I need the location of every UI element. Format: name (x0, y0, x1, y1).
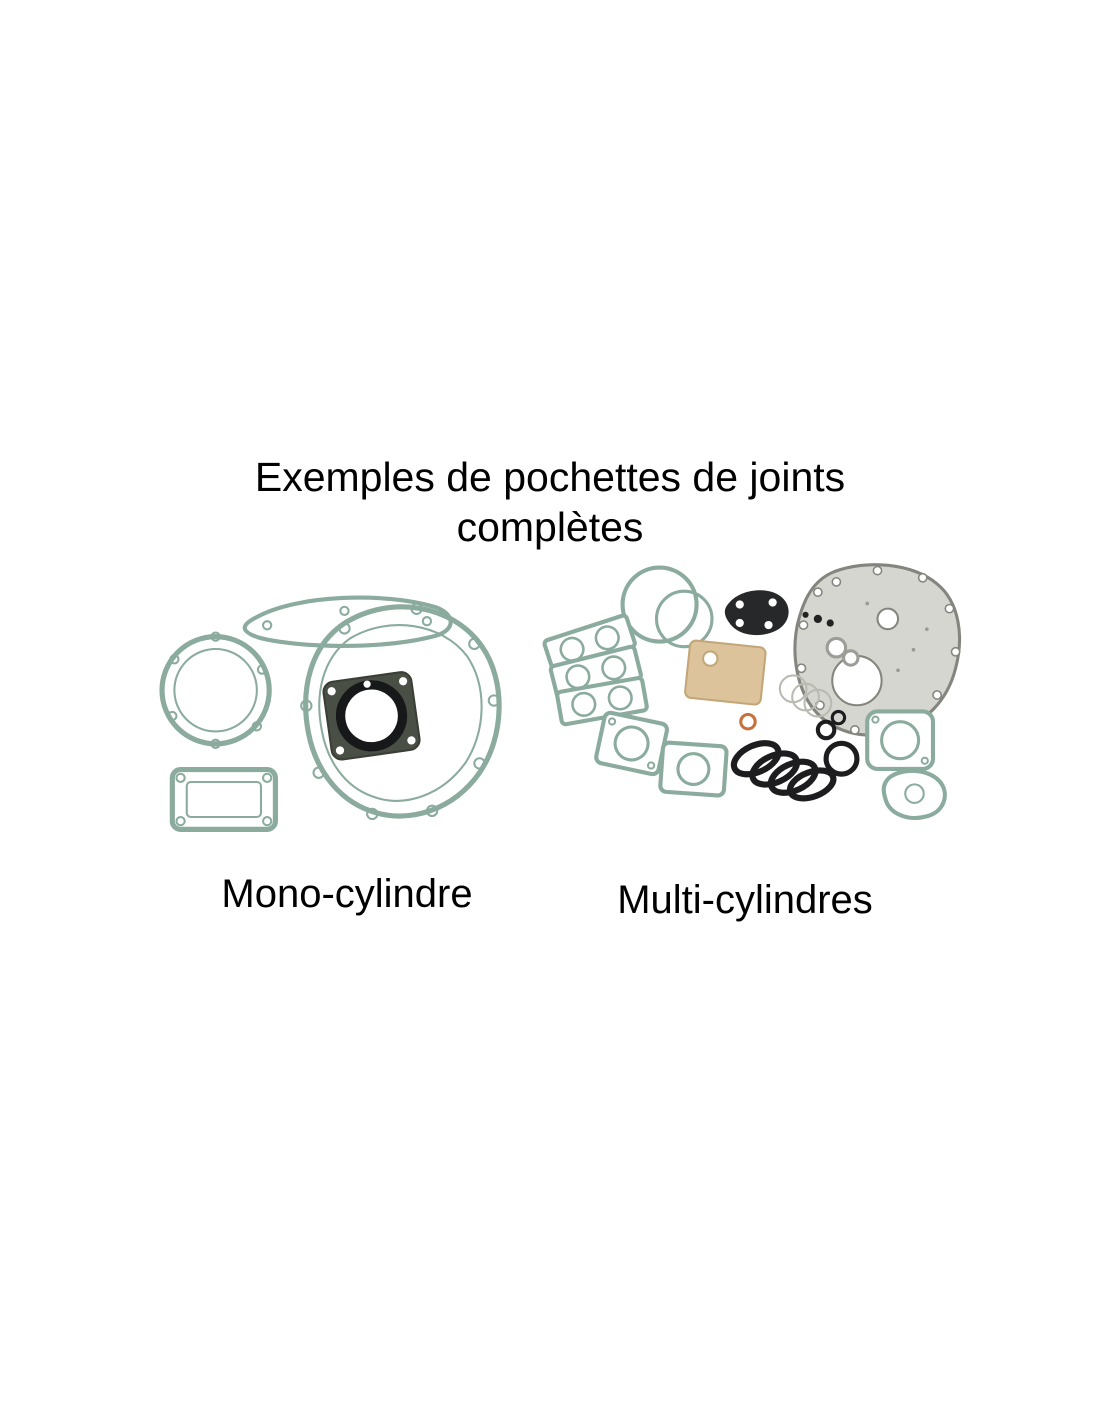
small-black-gasket-icon (724, 590, 789, 636)
title-line-2: complètes (456, 504, 644, 551)
mono-cylinder-gasket-photo (133, 582, 525, 850)
top-cover-gasket-icon (242, 595, 453, 648)
cylinder-base-gasket-stack-icon (542, 613, 649, 727)
paper-gasket-icon (684, 639, 767, 706)
title-line-1: Exemples de pochettes de joints (254, 454, 846, 500)
page-title: Exemples de pochettes de joints complète… (0, 452, 1100, 552)
washers-and-shims-icon (739, 611, 860, 731)
o-rings-icon (730, 709, 860, 802)
multi-gasket-kit-illustration (542, 563, 962, 820)
multi-cylinder-caption: Multi-cylindres (617, 878, 873, 922)
multi-cylinder-gasket-photo (528, 556, 970, 836)
side-cover-gaskets-icon (865, 709, 947, 820)
round-cover-gasket-icon (159, 631, 272, 749)
mono-gasket-kit-illustration (159, 595, 502, 832)
mono-cylinder-caption: Mono-cylindre (221, 872, 473, 916)
round-ring-gaskets-icon (620, 565, 714, 649)
port-gaskets-icon (594, 710, 729, 798)
crankcase-gasket-icon (793, 563, 962, 737)
rect-base-gasket-icon (169, 767, 278, 832)
clutch-cover-gasket-icon (300, 602, 502, 821)
head-gasket-icon (322, 671, 421, 761)
